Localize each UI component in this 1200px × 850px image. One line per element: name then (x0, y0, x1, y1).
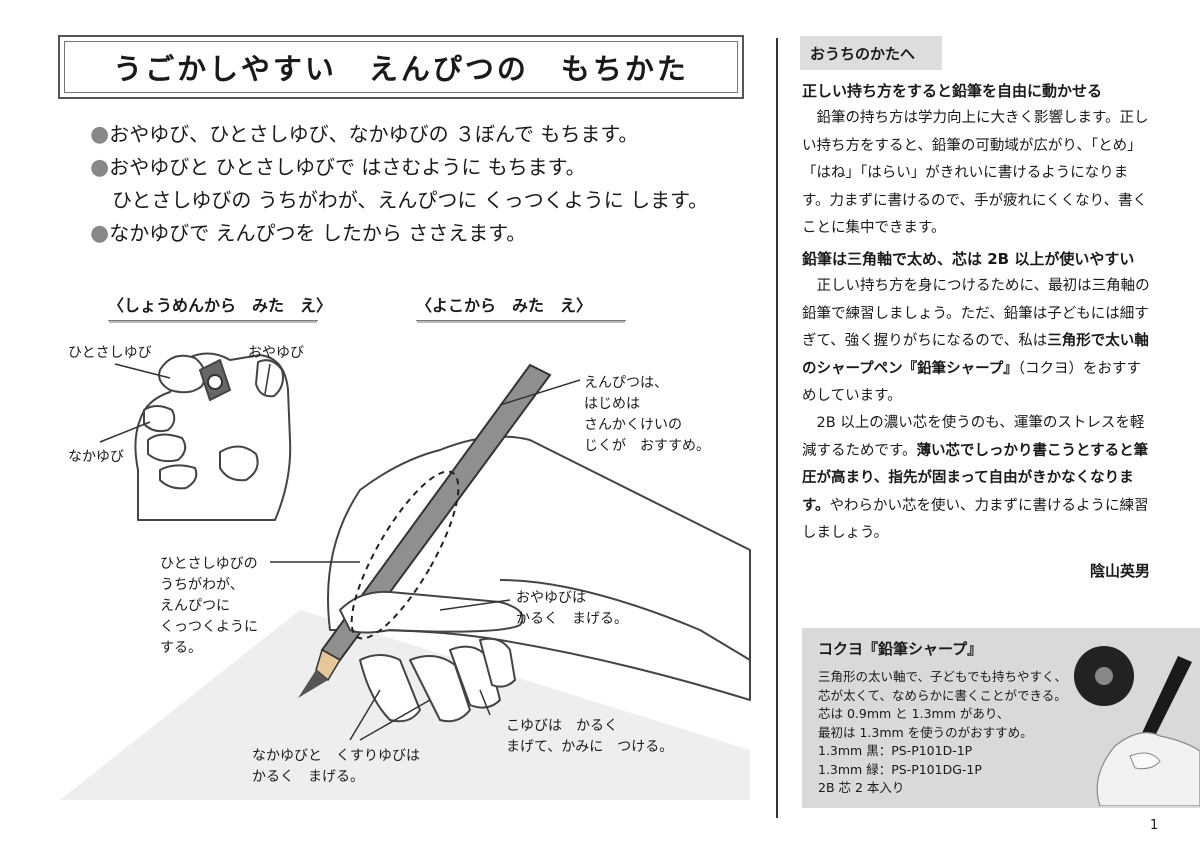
instruction-item: ●おやゆびと ひとさしゆびで はさむように もちます。 (90, 155, 586, 180)
parents-heading-2: 鉛筆は三角軸で太め、芯は 2B 以上が使いやすい (802, 250, 1135, 268)
product-line: 芯は 0.9mm と 1.3mm があり、 (818, 706, 1010, 721)
parents-heading-1: 正しい持ち方をすると鉛筆を自由に動かせる (802, 82, 1103, 100)
pencil-shape (298, 363, 552, 698)
bullet-mark: ● (90, 221, 110, 246)
column-divider (776, 38, 778, 818)
instruction-list: ●おやゆび、ひとさしゆび、なかゆびの ３ぼんで もちます。 ●おやゆびと ひとさ… (90, 118, 770, 250)
parents-paragraph-2: 正しい持ち方を身につけるために、最初は三角軸の鉛筆で練習しましょう。ただ、鉛筆は… (802, 278, 1150, 405)
title-inner-frame: うごかしやすい えんぴつの もちかた (64, 41, 738, 93)
instruction-continuation: ひとさしゆびの うちがわが、えんぴつに くっつくように します。 (112, 188, 709, 212)
side-label-pinky: こゆびは かるく まげて、かみに つける。 (506, 718, 674, 755)
front-view-hand-illustration (134, 352, 292, 521)
bullet-mark: ● (90, 155, 110, 180)
side-label-pencil: えんぴつは、 はじめは さんかくけいの じくが おすすめ。 (584, 375, 710, 454)
front-label-middle: なかゆび (68, 449, 124, 465)
product-title: コクヨ『鉛筆シャープ』 (818, 640, 983, 658)
product-photo (1074, 646, 1200, 806)
instruction-item: ●おやゆび、ひとさしゆび、なかゆびの ３ぼんで もちます。 (90, 122, 639, 147)
parents-paragraph-2-emphasis: 三角形で太い軸のシャープペン『鉛筆シャープ』 (802, 333, 1149, 377)
title-box: うごかしやすい えんぴつの もちかた (58, 35, 744, 99)
product-line: 芯が太くて、なめらかに書くことができる。 (818, 687, 1067, 703)
parents-paragraph-3-emphasis: 薄い芯でしっかり書こうとすると筆圧が高まり、指先が固まって自由がきかなくなります… (802, 442, 1149, 514)
parents-paragraph-1: 鉛筆の持ち方は学力向上に大きく影響します。正しい持ち方をすると、鉛筆の可動域が広… (802, 110, 1149, 237)
product-line: 三角形の太い軸で、子どもでも持ちやすく、 (818, 669, 1068, 684)
page-title: うごかしやすい えんぴつの もちかた (113, 52, 689, 86)
parents-section-2: 鉛筆は三角軸で太め、芯は 2B 以上が使いやすい 正しい持ち方を身につけるために… (802, 246, 1152, 547)
front-view-leader-lines (99, 363, 271, 443)
parents-note-tab: おうちのかたへ (800, 36, 942, 70)
side-view-illustration (60, 363, 751, 800)
side-label-index: ひとさしゆびの うちがわが、 えんぴつに くっつくように する。 (160, 556, 258, 656)
bullet-mark: ● (90, 122, 110, 147)
product-box: コクヨ『鉛筆シャープ』 三角形の太い軸で、子どもでも持ちやすく、 芯が太くて、な… (802, 628, 1200, 808)
product-line: 1.3mm 黒：PS-P101D-1P (818, 743, 973, 758)
side-label-middle-ring: なかゆびと くすりゆびは かるく まげる。 (252, 748, 420, 785)
parents-paragraph-3: 2B 以上の濃い芯を使うのも、運筆のストレスを軽減するためです。薄い芯でしっかり… (802, 415, 1149, 542)
front-label-thumb: おやゆび (248, 345, 304, 361)
parents-section-1: 正しい持ち方をすると鉛筆を自由に動かせる 鉛筆の持ち方は学力向上に大きく影響しま… (802, 78, 1152, 242)
front-label-index: ひとさしゆび (68, 345, 152, 361)
instruction-item: ●なかゆびで えんぴつを したから ささえます。 (90, 221, 527, 246)
product-line: 2B 芯 2 本入り (818, 780, 905, 795)
side-label-thumb: おやゆびは かるく まげる。 (516, 590, 628, 627)
page-number: 1 (1150, 818, 1159, 833)
author-signature: 陰山英男 (1090, 562, 1151, 580)
product-line: 最初は 1.3mm を使うのがおすすめ。 (818, 724, 1033, 740)
front-view-heading: 〈しょうめんから みた え〉 (108, 292, 332, 321)
product-line: 1.3mm 緑：PS-P101DG-1P (818, 761, 982, 777)
product-description: 三角形の太い軸で、子どもでも持ちやすく、 芯が太くて、なめらかに書くことができる… (818, 668, 1078, 798)
side-view-heading: 〈よこから みた え〉 (416, 292, 626, 321)
